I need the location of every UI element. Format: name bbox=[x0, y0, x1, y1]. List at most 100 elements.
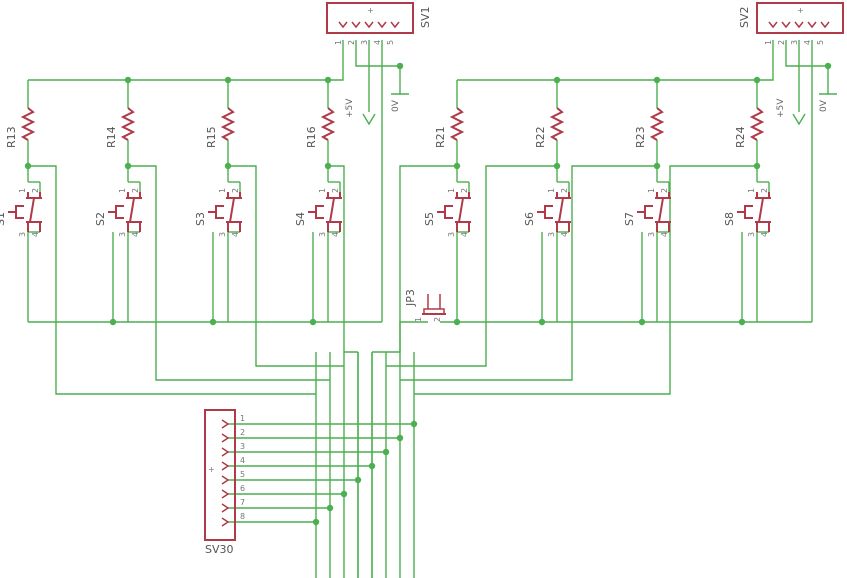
pin-number: 3 bbox=[360, 40, 369, 45]
switch-lever bbox=[758, 197, 764, 223]
connector-name: SV30 bbox=[205, 543, 234, 556]
pin-number: 2 bbox=[240, 428, 245, 437]
junction-dot bbox=[382, 448, 390, 456]
pin-number: 2 bbox=[347, 40, 356, 45]
pin-contact bbox=[781, 21, 791, 29]
pin-contact bbox=[338, 21, 348, 29]
resistor bbox=[549, 107, 565, 141]
plus-sign: + bbox=[367, 6, 374, 15]
connector-sv30-body bbox=[204, 409, 236, 541]
pin-contact bbox=[377, 21, 387, 29]
pin-contact bbox=[820, 21, 830, 29]
jumper-pin: 1 bbox=[414, 317, 423, 322]
switch-pin: 3 bbox=[118, 232, 127, 237]
switch-pin: 3 bbox=[547, 232, 556, 237]
switch-pin: 4 bbox=[460, 232, 469, 237]
switch-pin: 1 bbox=[118, 188, 127, 193]
pin-number: 1 bbox=[764, 40, 773, 45]
switch-pin: 2 bbox=[760, 188, 769, 193]
wire bbox=[457, 40, 774, 81]
junction-dot bbox=[824, 62, 832, 70]
net-label-5v: +5V bbox=[776, 98, 786, 118]
pin-contact bbox=[807, 21, 817, 29]
wire bbox=[399, 321, 428, 352]
junction-dot bbox=[368, 462, 376, 470]
switch-pin: 3 bbox=[447, 232, 456, 237]
pin-contact bbox=[794, 21, 804, 29]
wire bbox=[28, 165, 316, 395]
switch-label: S8 bbox=[723, 212, 736, 226]
pin-contact bbox=[221, 475, 230, 485]
resistor-label: R13 bbox=[5, 126, 18, 148]
pin-contact bbox=[364, 21, 374, 29]
switch-pin: 4 bbox=[31, 232, 40, 237]
pin-contact bbox=[221, 517, 230, 527]
junction-dot bbox=[396, 62, 404, 70]
switch-pin: 2 bbox=[660, 188, 669, 193]
switch-pin: 1 bbox=[747, 188, 756, 193]
junction-dot bbox=[312, 518, 320, 526]
resistor-label: R14 bbox=[105, 126, 118, 148]
wire bbox=[414, 165, 757, 395]
ground-arrow bbox=[792, 113, 806, 126]
switch-label: S3 bbox=[194, 212, 207, 226]
switch-pin: 4 bbox=[660, 232, 669, 237]
resistor-label: R15 bbox=[205, 126, 218, 148]
wire bbox=[386, 165, 557, 367]
pin-number: 8 bbox=[240, 512, 245, 521]
net-label-0v: 0V bbox=[391, 99, 401, 112]
switch-label: S6 bbox=[523, 212, 536, 226]
switch-lever bbox=[658, 197, 664, 223]
connector-sv2-body bbox=[756, 2, 844, 34]
jumper-contact bbox=[427, 294, 441, 309]
pin-number: 6 bbox=[240, 484, 245, 493]
pin-number: 5 bbox=[240, 470, 245, 479]
resistor bbox=[449, 107, 465, 141]
resistor bbox=[320, 107, 336, 141]
wire bbox=[785, 40, 828, 67]
connector-name: SV2 bbox=[738, 6, 751, 28]
pin-contact bbox=[221, 447, 230, 457]
wire bbox=[400, 165, 657, 381]
switch-button bbox=[444, 205, 453, 219]
resistor-label: R23 bbox=[634, 126, 647, 148]
jumper-name: JP3 bbox=[404, 289, 417, 307]
switch-label: S7 bbox=[623, 212, 636, 226]
switch-pin: 1 bbox=[647, 188, 656, 193]
resistor-label: R22 bbox=[534, 126, 547, 148]
connector-name: SV1 bbox=[419, 6, 432, 28]
switch-pin: 2 bbox=[131, 188, 140, 193]
switch-button bbox=[115, 205, 124, 219]
switch-lever bbox=[329, 197, 335, 223]
switch-pin: 3 bbox=[318, 232, 327, 237]
resistor bbox=[120, 107, 136, 141]
pin-number: 2 bbox=[777, 40, 786, 45]
net-label-0v: 0V bbox=[819, 99, 829, 112]
switch-button bbox=[644, 205, 653, 219]
wire bbox=[28, 40, 344, 81]
switch-button bbox=[544, 205, 553, 219]
switch-pin: 1 bbox=[218, 188, 227, 193]
switch-pin: 4 bbox=[131, 232, 140, 237]
switch-pin: 2 bbox=[331, 188, 340, 193]
switch-pin: 3 bbox=[647, 232, 656, 237]
switch-button bbox=[215, 205, 224, 219]
switch-button bbox=[15, 205, 24, 219]
switch-lever bbox=[229, 197, 235, 223]
switch-lever bbox=[129, 197, 135, 223]
switch-pin: 1 bbox=[18, 188, 27, 193]
pin-number: 4 bbox=[373, 40, 382, 45]
resistor-label: R21 bbox=[434, 126, 447, 148]
switch-button bbox=[315, 205, 324, 219]
switch-label: S1 bbox=[0, 212, 7, 226]
resistor bbox=[649, 107, 665, 141]
pin-number: 5 bbox=[816, 40, 825, 45]
switch-pin: 3 bbox=[218, 232, 227, 237]
pin-number: 3 bbox=[240, 442, 245, 451]
pin-number: 4 bbox=[803, 40, 812, 45]
pin-number: 5 bbox=[386, 40, 395, 45]
switch-pin: 4 bbox=[231, 232, 240, 237]
pin-number: 3 bbox=[790, 40, 799, 45]
switch-pin: 2 bbox=[231, 188, 240, 193]
